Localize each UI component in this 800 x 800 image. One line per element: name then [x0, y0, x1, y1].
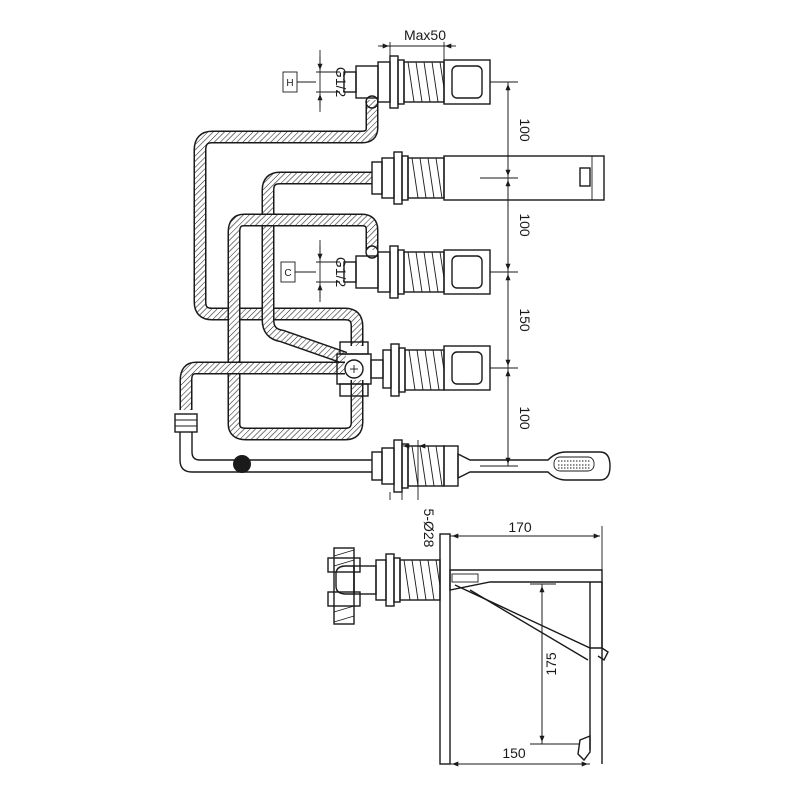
tag-hot-group: H G1/2 [282, 50, 349, 112]
spacing-3-label: 150 [517, 308, 533, 332]
tag-cold: C [284, 268, 291, 279]
valve-hot [343, 55, 491, 109]
dim-max-depth: Max50 [378, 27, 456, 60]
braided-hoses [179, 100, 379, 441]
valve-cold [343, 245, 491, 299]
spout-plan [371, 151, 605, 205]
thread-cold-label: G1/2 [333, 257, 349, 288]
spacing-2-label: 100 [517, 213, 533, 237]
hose-connector [174, 413, 198, 433]
thread-hot-label: G1/2 [333, 67, 349, 98]
spout-drop-label: 175 [543, 652, 559, 676]
hole-spec-label: 5-Ø28 [421, 509, 437, 548]
tag-hot: H [286, 78, 293, 89]
hose-weight [233, 455, 251, 473]
max-depth-label: Max50 [404, 27, 446, 43]
side-view: 170 175 150 [327, 519, 609, 767]
mixer-body [336, 341, 384, 397]
spacing-4-label: 100 [517, 406, 533, 430]
spout-length-label: 170 [508, 519, 532, 535]
dim-hole: 5-Ø28 [389, 440, 437, 548]
diverter-valve [382, 343, 491, 397]
hose-handshower [179, 361, 345, 410]
spout-reach-label: 150 [502, 745, 526, 761]
handshower-hose-smooth [179, 432, 372, 473]
dim-spacing: 100 100 150 100 [480, 81, 533, 467]
spacing-1-label: 100 [517, 118, 533, 142]
tag-cold-group: C G1/2 [280, 240, 349, 302]
